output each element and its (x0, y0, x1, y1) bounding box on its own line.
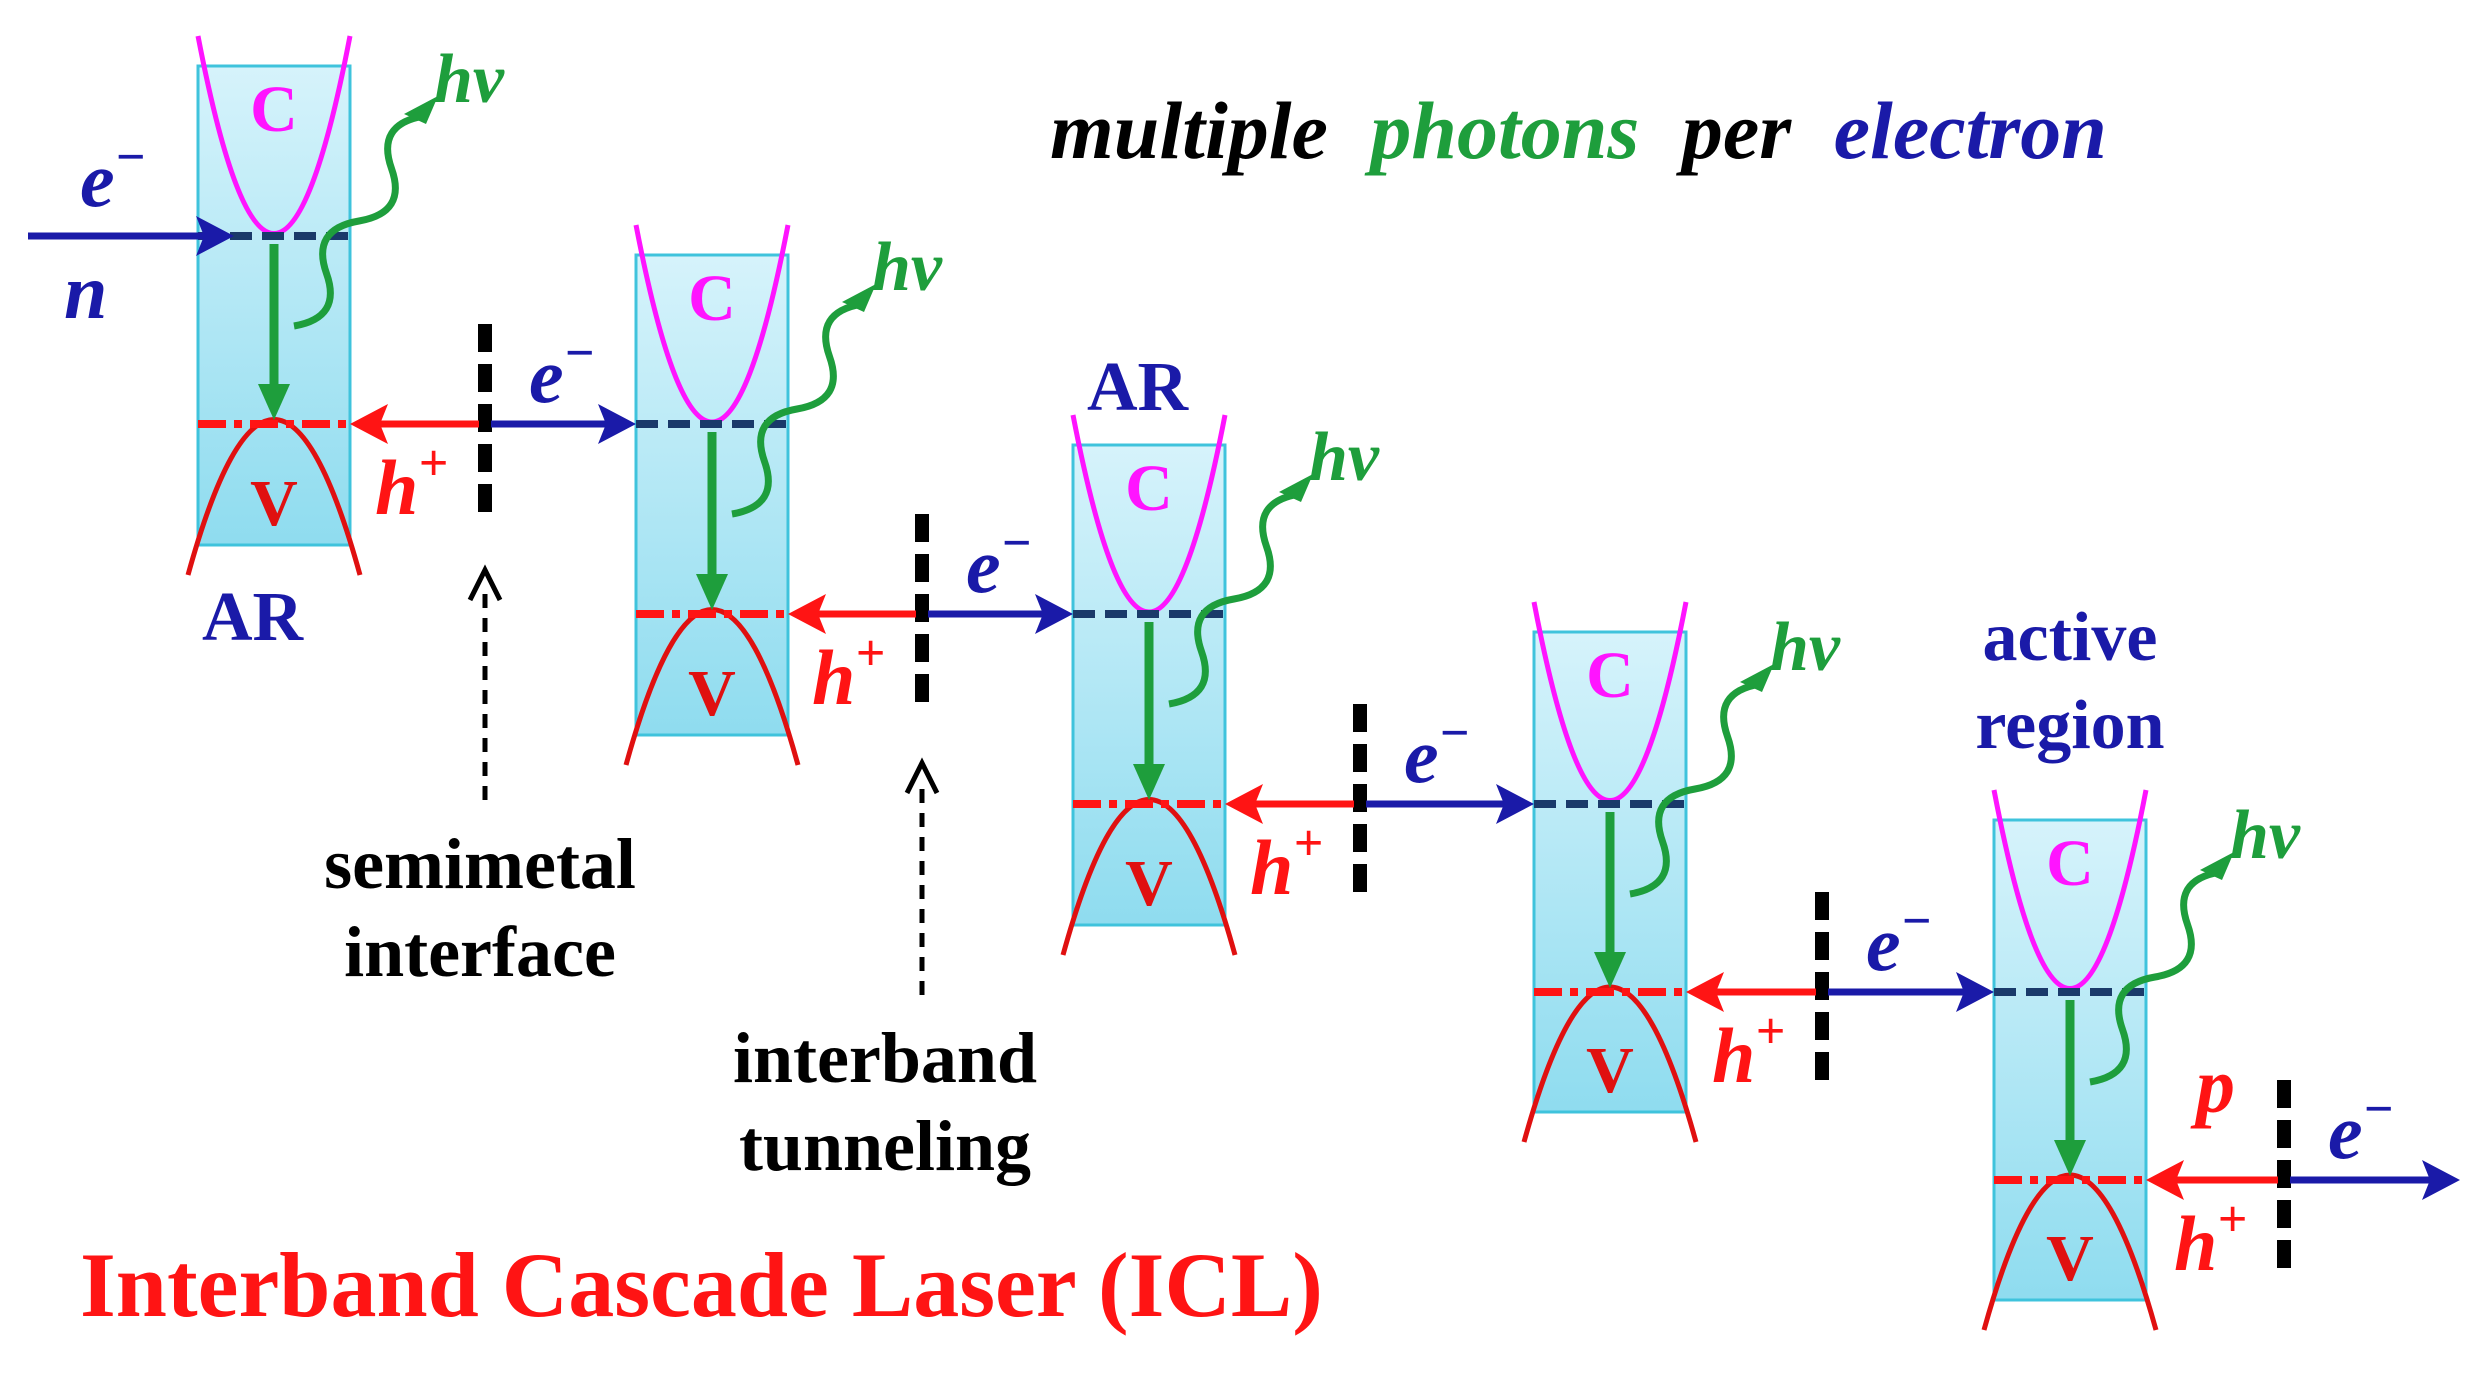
valence-band-label: V (2046, 1222, 2094, 1295)
photon-label: hν (434, 41, 505, 118)
semimetal-pointer-head (467, 564, 503, 602)
hole-arrowhead (1686, 972, 1724, 1012)
hole-label: h+ (2174, 1191, 2247, 1287)
interface-1: e− h+ (350, 324, 636, 531)
stage-2: hν C V (623, 224, 943, 766)
interface-4: e− h+ (1686, 892, 1994, 1099)
electron-arrowhead (598, 404, 636, 444)
stage-5: hν C V (1981, 789, 2301, 1331)
transition-arrowhead (696, 574, 728, 610)
electron-label: e− (1866, 893, 1932, 987)
conduction-band-label: C (2046, 827, 2094, 900)
hole-arrowhead (1225, 784, 1263, 824)
photon-wave (731, 300, 863, 518)
headline-word-per: per (1676, 85, 1792, 176)
headline-word-electron: electron (1834, 85, 2107, 176)
tunneling-label-line2: tunneling (739, 1106, 1031, 1186)
electron-arrowhead (1496, 784, 1534, 824)
photon-label: hν (2230, 797, 2301, 874)
n-side-label: n (64, 248, 107, 335)
photon-label: hν (872, 229, 943, 306)
electron-arrowhead (2422, 1160, 2460, 1200)
valence-band-label: V (1125, 847, 1173, 920)
valence-band-label: V (250, 467, 298, 540)
tunneling-pointer-head (904, 757, 940, 795)
headline-word-multiple: multiple (1050, 85, 1328, 176)
stage-1: hν C V (185, 35, 505, 576)
active-region-label-line1: active (1983, 599, 2158, 676)
n-contact-input: e− n (28, 129, 234, 335)
photon-arrowhead (404, 96, 438, 124)
hole-label: h+ (1712, 1003, 1785, 1099)
transition-arrowhead (2054, 1140, 2086, 1176)
hole-arrowhead (788, 594, 826, 634)
electron-arrowhead (1035, 594, 1073, 634)
active-region-label-line2: region (1975, 687, 2164, 764)
hole-arrowhead (350, 404, 388, 444)
photon-wave (1629, 680, 1761, 898)
headline: multiple photons per electron (1050, 85, 2107, 176)
p-side-label: p (2190, 1042, 2235, 1129)
electron-label: e− (2328, 1081, 2394, 1175)
conduction-band-label: C (1125, 452, 1173, 525)
ar-label-3: AR (1087, 349, 1190, 426)
semimetal-label-line2: interface (344, 912, 616, 992)
photon-arrowhead (1740, 664, 1774, 692)
input-electron-arrowhead (196, 216, 234, 256)
semimetal-label-line1: semimetal (324, 824, 636, 904)
transition-arrowhead (1594, 952, 1626, 988)
semimetal-annotation: semimetal interface (324, 564, 636, 992)
conduction-band-label: C (688, 262, 736, 335)
cascade-stages: hνCVhνCVhνCVhνCVhνCVe−h+e−h+e−h+e−h+e−h+… (185, 35, 2460, 1331)
tunneling-annotation: interband tunneling (733, 757, 1037, 1186)
valence-band-label: V (688, 657, 736, 730)
photon-arrowhead (842, 284, 876, 312)
interface-5: e− h+ (2146, 1080, 2460, 1287)
hole-label: h+ (812, 625, 885, 721)
hole-label: h+ (375, 435, 448, 531)
input-electron-label: e− (80, 129, 146, 223)
headline-word-photons: photons (1364, 85, 1639, 176)
conduction-band-label: C (250, 73, 298, 146)
electron-label: e− (966, 515, 1032, 609)
transition-arrowhead (258, 384, 290, 420)
conduction-band-label: C (1586, 639, 1634, 712)
transition-arrowhead (1133, 764, 1165, 800)
ar-label-1: AR (202, 579, 305, 656)
photon-wave (1168, 490, 1300, 708)
interface-2: e− h+ (788, 514, 1073, 721)
electron-label: e− (529, 325, 595, 419)
diagram-title: Interband Cascade Laser (ICL) (80, 1234, 1323, 1336)
electron-label: e− (1404, 705, 1470, 799)
stage-4: hν C V (1521, 601, 1841, 1143)
interface-3: e− h+ (1225, 704, 1534, 911)
valence-band-label: V (1586, 1034, 1634, 1107)
photon-wave (293, 112, 425, 330)
hole-arrowhead (2146, 1160, 2184, 1200)
photon-arrowhead (1279, 474, 1313, 502)
photon-wave (2089, 868, 2221, 1086)
stage-3: hν C V (1060, 414, 1380, 956)
tunneling-label-line1: interband (733, 1018, 1037, 1098)
photon-label: hν (1309, 419, 1380, 496)
electron-arrowhead (1956, 972, 1994, 1012)
photon-label: hν (1770, 609, 1841, 686)
photon-arrowhead (2200, 852, 2234, 880)
hole-label: h+ (1250, 815, 1323, 911)
